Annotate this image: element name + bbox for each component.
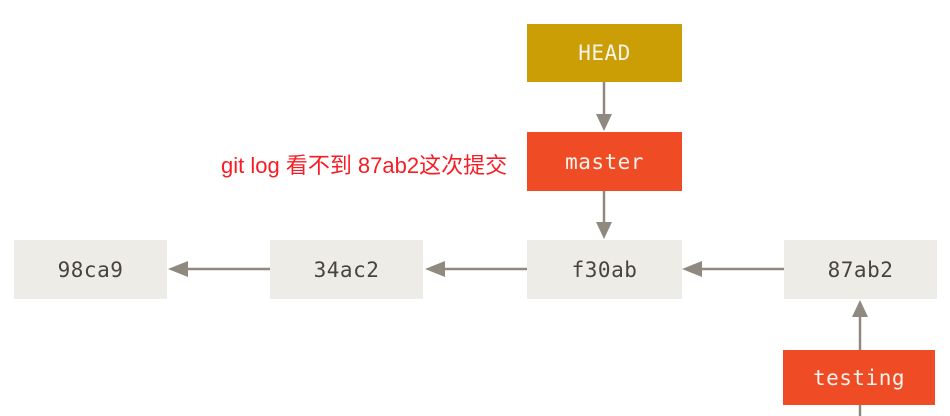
commit-box-f30ab: f30ab [527, 240, 682, 299]
arrow-head-to-master [596, 82, 612, 131]
arrow-master-to-f30ab [596, 191, 612, 239]
git-log-annotation: git log 看不到 87ab2这次提交 [221, 153, 508, 178]
commit-box-87ab2: 87ab2 [784, 240, 937, 299]
commit-box-98ca9: 98ca9 [14, 240, 167, 299]
head-pointer-box: HEAD [527, 24, 682, 82]
arrow-87ab2-to-f30ab [682, 261, 784, 277]
testing-branch-box: testing [783, 350, 935, 405]
arrow-f30ab-to-34ac2 [425, 261, 527, 277]
arrow-34ac2-to-98ca9 [168, 261, 270, 277]
commit-box-34ac2: 34ac2 [270, 240, 423, 299]
master-branch-box: master [527, 132, 682, 191]
